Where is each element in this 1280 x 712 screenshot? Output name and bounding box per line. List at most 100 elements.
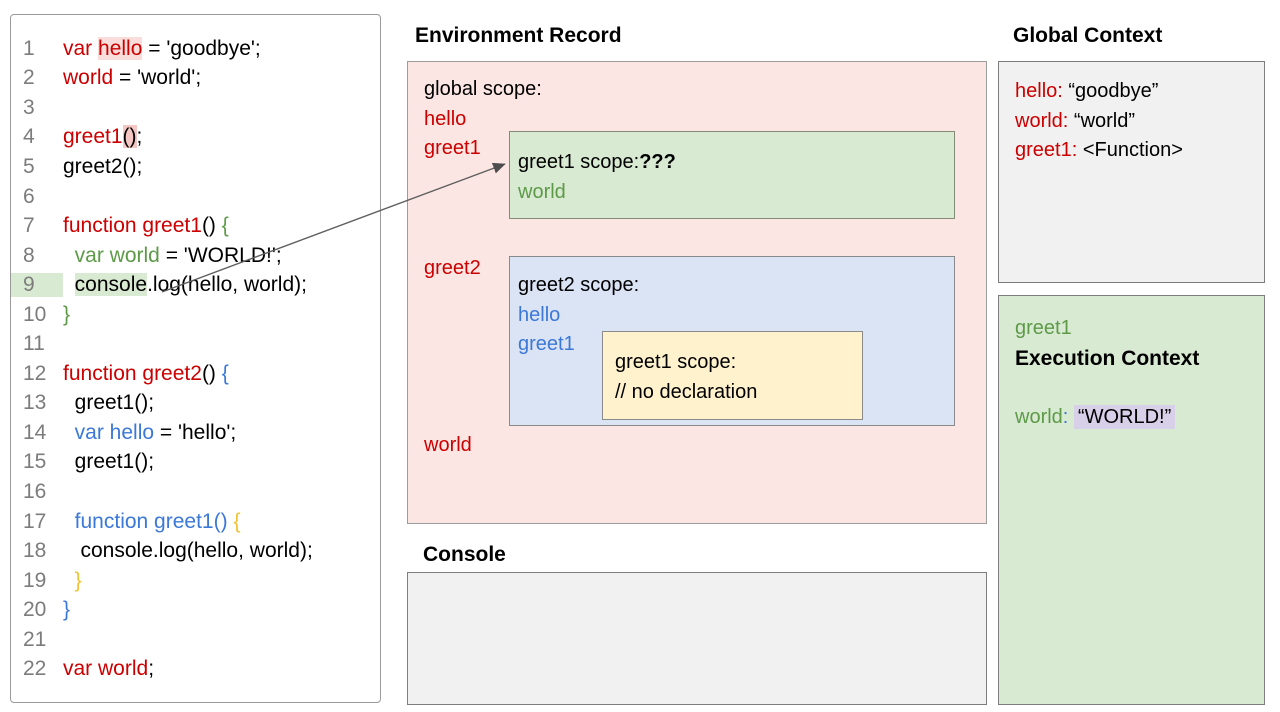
- code-line: 12 function greet2() {: [11, 359, 380, 389]
- line-code: var world = 'WORLD!';: [74, 243, 282, 267]
- ec-fn-name: greet1: [1015, 317, 1072, 339]
- line-number: 22: [23, 657, 47, 681]
- gc-key-greet1: greet1:: [1015, 139, 1078, 161]
- line-number: 1: [23, 36, 35, 60]
- global-var-greet1: greet1: [424, 137, 481, 159]
- code-line: 1 var hello = 'goodbye';: [11, 34, 380, 64]
- global-context-title: Global Context: [1013, 24, 1163, 47]
- line-number: 15: [23, 450, 47, 474]
- line-code: var hello = 'hello';: [74, 420, 237, 444]
- code-line: 13 greet1();: [11, 389, 380, 419]
- code-lines: 1 var hello = 'goodbye'; 2 world = 'world';…: [11, 34, 380, 684]
- inner-greet1-scope-label: greet1 scope:: [615, 351, 737, 373]
- line-code: world = 'world';: [63, 66, 202, 90]
- inner-greet1-scope-comment: // no declaration: [615, 380, 758, 403]
- greet1-scope-question: ???: [639, 151, 676, 173]
- line-number: 5: [23, 154, 35, 178]
- line-code: greet1();: [63, 450, 155, 474]
- global-var-hello: hello: [424, 107, 467, 130]
- line-code: greet1();: [63, 391, 155, 415]
- code-line: 14 var hello = 'hello';: [11, 418, 380, 448]
- gc-key-world: world:: [1015, 109, 1069, 132]
- code-line: 15 greet1();: [11, 448, 380, 478]
- line-number: 13: [23, 391, 47, 415]
- line-number: 18: [23, 539, 47, 563]
- greet1-scope-var-world: world: [518, 180, 566, 203]
- code-line: 7 function greet1() {: [11, 211, 380, 241]
- gc-value-hello: “goodbye”: [1068, 80, 1159, 102]
- code-line: 17 function greet1() {: [11, 507, 380, 537]
- line-code: greet2();: [63, 154, 143, 178]
- gc-value-greet1: <Function>: [1082, 139, 1183, 161]
- line-code: }: [63, 598, 71, 622]
- gc-value-world: “world”: [1073, 109, 1136, 132]
- greet2-scope-label: greet2 scope:: [518, 274, 640, 296]
- ec-colon: :: [1062, 405, 1069, 428]
- line-number: 20: [23, 598, 47, 622]
- line-number: 8: [23, 243, 35, 267]
- global-context-box: hello: “goodbye” world: “world” greet1: …: [998, 61, 1265, 283]
- global-scope-box: global scope: hello greet1 greet1 scope:…: [407, 61, 987, 524]
- code-panel: 1 var hello = 'goodbye'; 2 world = 'world';…: [10, 14, 381, 703]
- code-line: 10}: [11, 300, 380, 330]
- code-line: 5 greet2();: [11, 152, 380, 182]
- code-line: 22 var world;: [11, 654, 380, 684]
- line-number: 2: [23, 66, 35, 90]
- greet1-scope-label: greet1 scope:: [518, 151, 640, 173]
- code-line: 4 greet1();: [11, 123, 380, 153]
- ec-value-world: “WORLD!”: [1073, 404, 1176, 429]
- line-number: 6: [23, 184, 35, 208]
- execution-context-box: greet1 Execution Context world: “WORLD!”: [998, 295, 1265, 705]
- code-line: 8 var world = 'WORLD!';: [11, 241, 380, 271]
- ec-entry-world: world: “WORLD!”: [1015, 403, 1264, 433]
- line-number: 4: [23, 125, 35, 149]
- code-line: 2 world = 'world';: [11, 64, 380, 94]
- line-number: 19: [23, 568, 47, 592]
- line-code: greet1();: [63, 125, 143, 149]
- line-code: console.log(hello, world);: [74, 273, 307, 297]
- global-var-world: world: [424, 434, 472, 456]
- line-number: 14: [23, 420, 47, 444]
- line-code: function greet1() {: [63, 214, 229, 238]
- line-code: function greet1() {: [74, 509, 241, 533]
- code-line: 21: [11, 625, 380, 655]
- inner-greet1-scope-box: greet1 scope: // no declaration: [602, 331, 863, 420]
- greet1-scope-header: greet1 scope:???: [518, 148, 954, 178]
- global-scope-text: global scope: hello greet1: [424, 75, 542, 164]
- code-line: 20}: [11, 595, 380, 625]
- code-line: 11: [11, 329, 380, 359]
- greet2-scope-var-hello: hello: [518, 303, 561, 326]
- code-line: 6: [11, 182, 380, 212]
- line-code: }: [74, 568, 82, 592]
- line-number: 3: [23, 95, 35, 119]
- code-line: 16: [11, 477, 380, 507]
- console-title: Console: [423, 543, 506, 566]
- line-code: var hello = 'goodbye';: [63, 36, 261, 60]
- greet1-scope-box: greet1 scope:??? world: [509, 131, 955, 219]
- line-code: }: [63, 302, 71, 326]
- line-number: 10: [23, 302, 47, 326]
- gc-entry-world: world: “world”: [1015, 107, 1264, 137]
- line-code: console.log(hello, world);: [63, 539, 313, 563]
- console-output-box: [407, 572, 987, 705]
- line-number: 9: [11, 273, 63, 298]
- line-number: 17: [23, 509, 47, 533]
- greet2-scope-var-greet1: greet1: [518, 333, 575, 355]
- line-number: 16: [23, 479, 47, 503]
- code-line: 3: [11, 93, 380, 123]
- code-line: 9 console.log(hello, world);: [11, 270, 380, 300]
- line-number: 7: [23, 214, 35, 238]
- line-number: 12: [23, 361, 47, 385]
- gc-entry-greet1: greet1: <Function>: [1015, 136, 1264, 166]
- ec-spacer: [1015, 373, 1264, 403]
- code-line: 18 console.log(hello, world);: [11, 536, 380, 566]
- global-var-greet2: greet2: [424, 257, 481, 279]
- line-number: 11: [23, 332, 45, 356]
- code-line: 19 }: [11, 566, 380, 596]
- line-code: function greet2() {: [63, 361, 229, 385]
- line-code: var world;: [63, 657, 155, 681]
- gc-key-hello: hello:: [1015, 80, 1063, 102]
- global-scope-label: global scope:: [424, 78, 542, 100]
- environment-record-title: Environment Record: [415, 24, 622, 47]
